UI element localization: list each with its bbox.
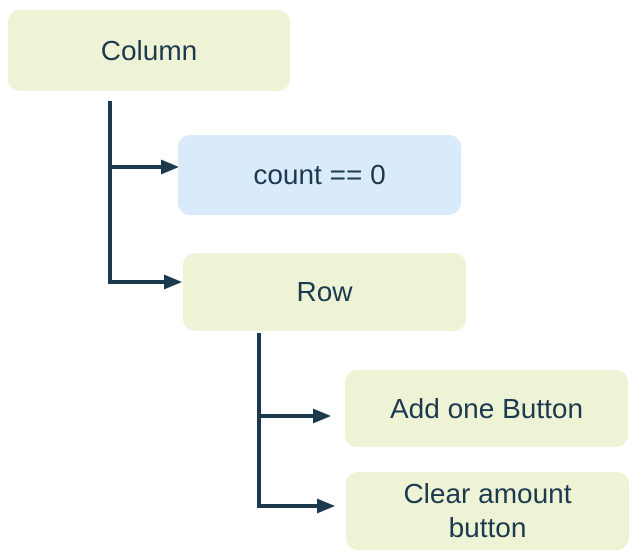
node-condition: count == 0 bbox=[178, 135, 461, 215]
node-add-one-button-label: Add one Button bbox=[389, 392, 584, 424]
arrowhead-to-condition-icon bbox=[161, 159, 179, 175]
arrowhead-to-add-icon bbox=[313, 408, 331, 424]
node-condition-label: count == 0 bbox=[253, 159, 386, 191]
node-column-label: Column bbox=[100, 34, 198, 66]
node-row-label: Row bbox=[296, 276, 353, 308]
node-column: Column bbox=[8, 10, 290, 91]
node-clear-amount-button-label: Clear amount button bbox=[403, 478, 572, 543]
node-add-one-button: Add one Button bbox=[345, 370, 628, 447]
node-row: Row bbox=[183, 253, 466, 331]
arrowhead-to-row-icon bbox=[164, 274, 182, 290]
arrowhead-to-clear-icon bbox=[317, 498, 335, 514]
node-clear-amount-button: Clear amount button bbox=[346, 472, 629, 550]
